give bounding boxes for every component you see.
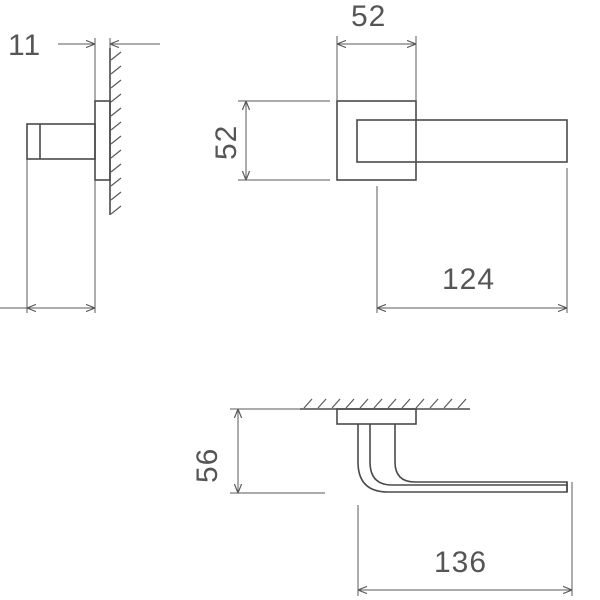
dimension-label-rose-width: 52 [351, 0, 386, 33]
lever-top [357, 424, 568, 493]
dimension-11: 11 [8, 29, 160, 101]
dimension-label-lever-length: 124 [442, 263, 495, 296]
lever-stub-side [26, 123, 96, 160]
top-view: 56 136 [191, 398, 573, 596]
rose-side [94, 100, 111, 181]
dimension-label-side-depth: 11 [8, 29, 41, 62]
lever-front [356, 119, 568, 163]
dimension-52-height: 52 [210, 100, 330, 181]
dimension-label-projection: 56 [191, 448, 224, 483]
dimension-52-width: 52 [336, 0, 417, 101]
dimension-56: 56 [191, 408, 325, 494]
front-view: 52 52 124 [210, 0, 568, 313]
dimension-side-bottom [0, 159, 96, 313]
wall-hatching-side [109, 48, 122, 215]
dimension-label-rose-height: 52 [210, 125, 243, 160]
side-view: 11 [0, 29, 160, 313]
rose-front [336, 100, 417, 181]
dimension-124: 124 [376, 168, 568, 313]
dimension-136: 136 [357, 482, 573, 596]
wall-hatching-top [300, 398, 470, 410]
dimension-label-overall-length: 136 [434, 546, 487, 579]
rose-top [336, 408, 417, 425]
